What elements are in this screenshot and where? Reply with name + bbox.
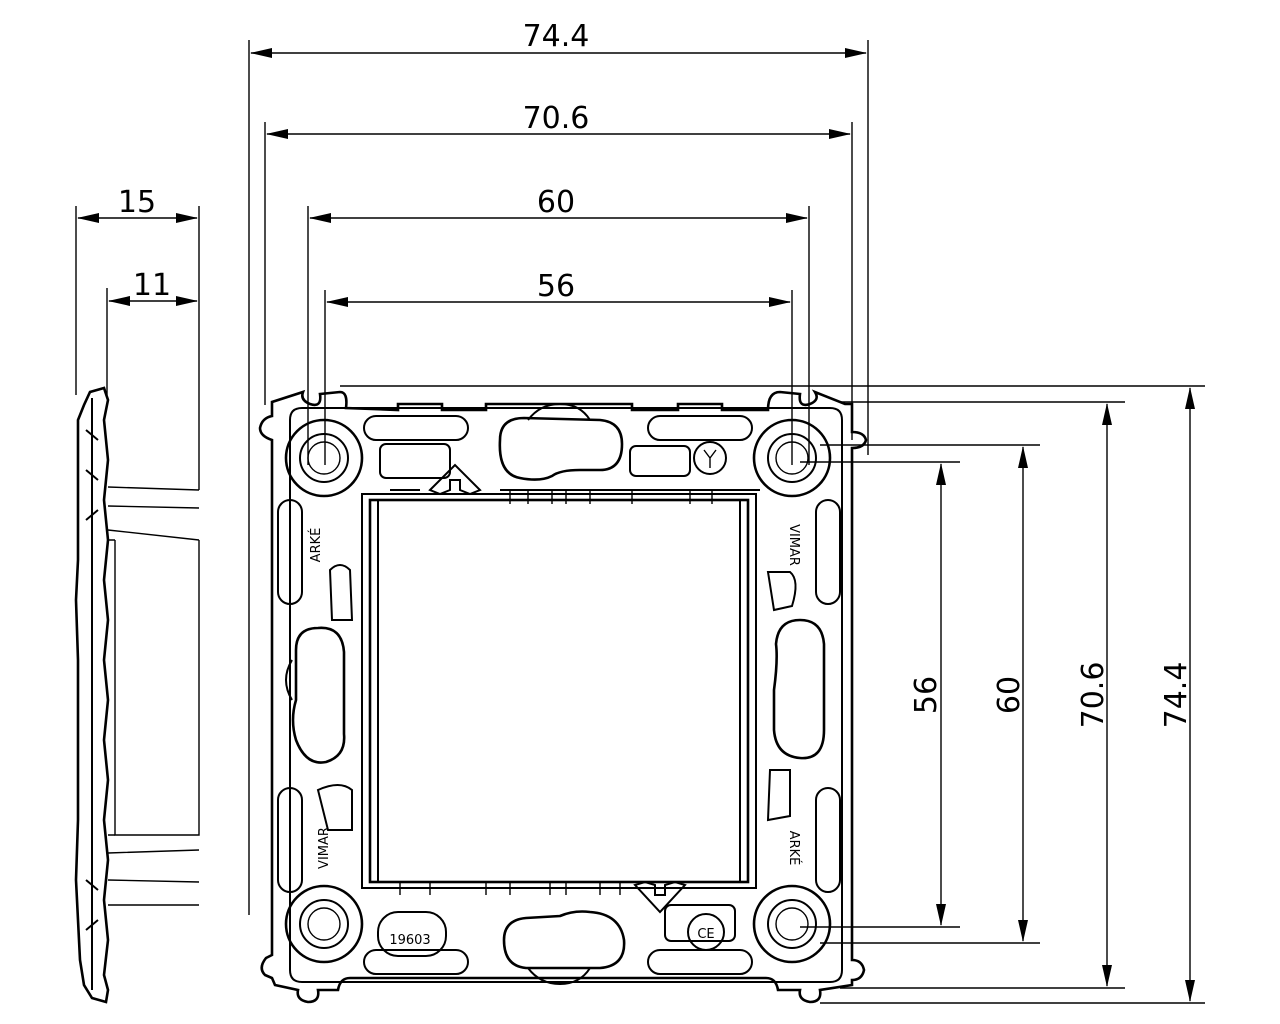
marking-arke-right: ARKÉ (786, 831, 802, 866)
dimension-label: 60 (537, 185, 575, 220)
marking-vimar-left: VIMAR (317, 827, 332, 869)
dimension-label: 11 (133, 268, 171, 303)
dimension-label: 74.4 (1159, 662, 1194, 729)
dimension-label: 70.6 (523, 101, 590, 136)
dimension-height-56: 56 (800, 461, 960, 928)
corner-screw-top-left (284, 418, 364, 498)
marking-part-number: 19603 (389, 933, 430, 948)
dimension-width-70-6: 70.6 (264, 101, 853, 440)
dimension-label: 56 (537, 269, 575, 304)
dimension-label: 60 (992, 676, 1027, 714)
dimension-depth-15: 15 (75, 185, 200, 490)
marking-vimar-right: VIMAR (786, 524, 801, 566)
dimension-height-60: 60 (820, 444, 1040, 944)
corner-screw-top-right (752, 418, 832, 498)
dimension-label: 74.4 (523, 19, 590, 54)
dimension-depth-11: 11 (106, 268, 198, 395)
marking-arke-left: ARKÉ (308, 528, 324, 563)
dimension-label: 70.6 (1076, 662, 1111, 729)
marking-ce-mark: CE (697, 927, 714, 942)
side-profile-view (74, 386, 200, 1004)
dimension-width-74-4: 74.4 (248, 19, 869, 915)
front-view-frame: ARKÉ VIMAR VIMAR ARKÉ 19603 CE (258, 389, 868, 1004)
corner-screw-bottom-left (284, 884, 364, 964)
dimension-height-74-4: 74.4 (340, 385, 1205, 1004)
corner-screw-bottom-right (752, 884, 832, 964)
dimension-width-60: 60 (307, 185, 810, 465)
dimension-label: 56 (909, 676, 944, 714)
dimension-width-56: 56 (324, 269, 793, 465)
dimension-height-70-6: 70.6 (840, 401, 1125, 989)
dimension-label: 15 (118, 185, 156, 220)
